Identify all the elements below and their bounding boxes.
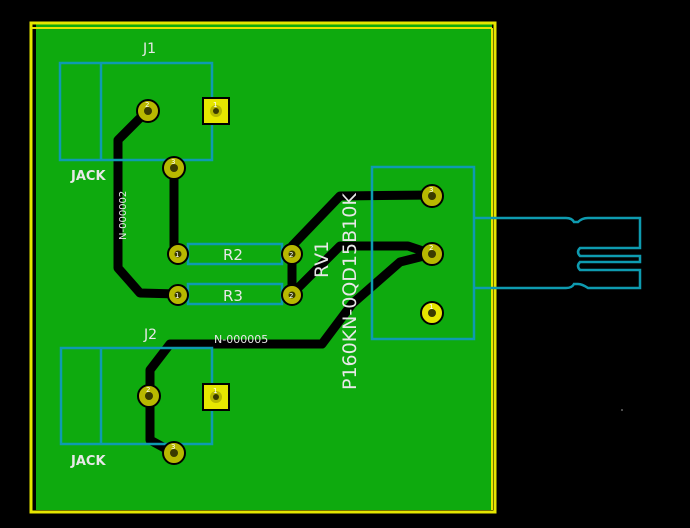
rv1-pad-1-number: 1	[429, 303, 433, 311]
r2-pad-1-number: 1	[175, 251, 179, 259]
j2-pad-2-number: 2	[146, 386, 150, 394]
rv1-pad-3-number: 3	[429, 186, 433, 194]
j1-value-label[interactable]: JACK	[70, 169, 106, 184]
trace-r3-to-rv1[interactable]	[287, 241, 437, 299]
stray-dot	[621, 409, 623, 411]
rv1-footprint[interactable]	[370, 165, 642, 341]
rv1-shaft-outline	[474, 216, 642, 290]
r2-reference-label[interactable]: R2	[223, 246, 243, 264]
r3-pad-1-number: 1	[175, 292, 179, 300]
r3-pad-2-number: 2	[289, 292, 293, 300]
r2-pad-2[interactable]: 2	[281, 243, 303, 265]
j1-pad-2-number: 2	[145, 101, 149, 109]
r2-pad-2-number: 2	[289, 251, 293, 259]
j2-pad-3-number: 3	[171, 443, 175, 451]
rv1-pad-3[interactable]: 3	[420, 184, 444, 208]
r3-reference-label[interactable]: R3	[223, 287, 243, 305]
j2-pad-1-number: 1	[213, 387, 217, 395]
net-label-n000002[interactable]: N-000002	[118, 191, 129, 240]
rv1-pad-2-number: 2	[429, 244, 433, 252]
j2-reference-label[interactable]: J2	[143, 327, 157, 343]
r3-pad-1[interactable]: 1	[167, 284, 189, 306]
rv1-pad-2[interactable]: 2	[420, 242, 444, 266]
trace-j1-to-r2[interactable]	[169, 163, 183, 259]
rv1-pad-1[interactable]: 1	[420, 301, 444, 325]
j1-reference-label[interactable]: J1	[142, 41, 156, 57]
j2-value-label[interactable]: JACK	[70, 454, 106, 469]
r3-pad-2[interactable]: 2	[281, 284, 303, 306]
j2-pad-2[interactable]: 2	[137, 384, 161, 408]
j1-pad-3[interactable]: 3	[162, 156, 186, 180]
r2-pad-1[interactable]: 1	[167, 243, 189, 265]
j2-pad-1[interactable]: 1	[202, 383, 230, 411]
j1-pad-1-number: 1	[213, 101, 217, 109]
rv1-body-outline	[370, 165, 476, 341]
board-edge-outline[interactable]	[29, 21, 497, 514]
net-label-n000005[interactable]: N-000005	[214, 333, 268, 346]
trace-j1-to-r3[interactable]	[113, 105, 183, 299]
j1-pad-3-number: 3	[171, 158, 175, 166]
copper-fill-zone[interactable]	[36, 24, 492, 510]
j2-pad-3[interactable]: 3	[162, 441, 186, 465]
rv1-value-label[interactable]: P160KN-0QD15B10K	[339, 193, 361, 390]
rv1-reference-label[interactable]: RV1	[311, 241, 333, 278]
j1-pad-1[interactable]: 1	[202, 97, 230, 125]
j1-pad-2[interactable]: 2	[136, 99, 160, 123]
